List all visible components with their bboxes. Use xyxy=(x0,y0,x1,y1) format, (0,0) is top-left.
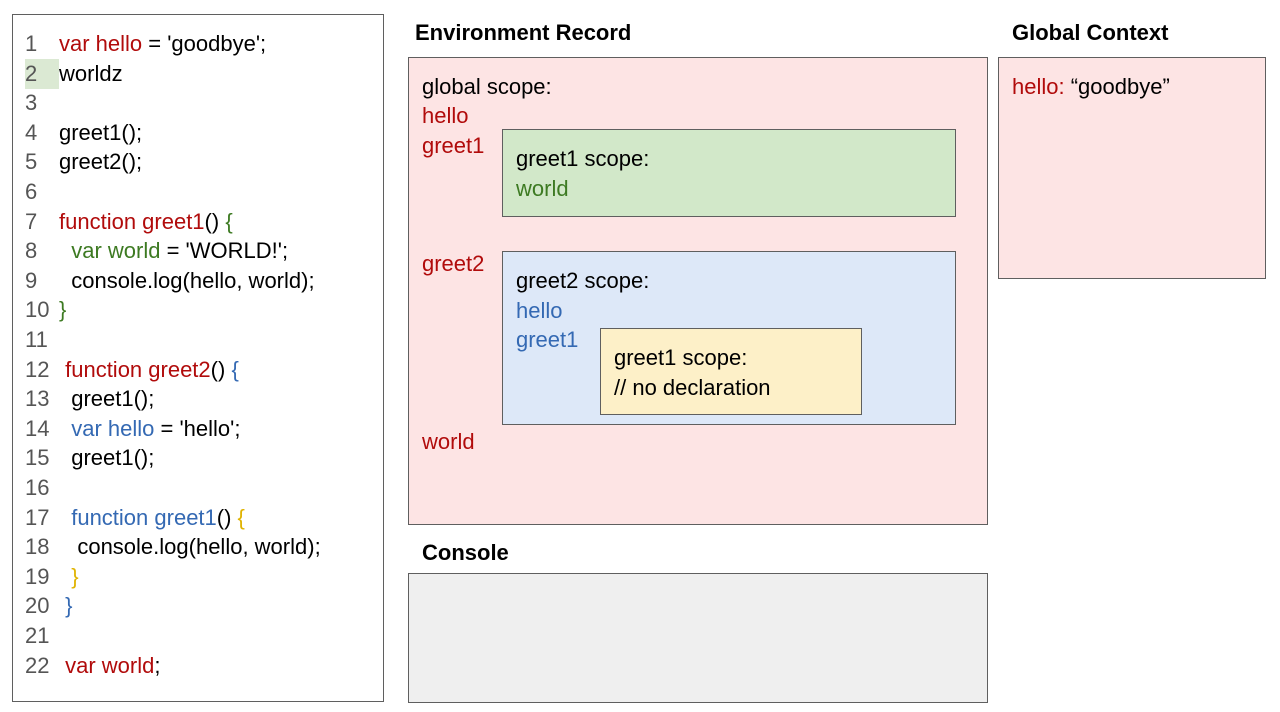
code-line: 7 function greet1() { xyxy=(25,207,233,237)
line-number: 1 xyxy=(25,31,38,56)
global-context-box xyxy=(998,57,1266,279)
code-line: 11 xyxy=(25,325,59,355)
code-line: 18 console.log(hello, world); xyxy=(25,532,321,562)
code-line: 15 greet1(); xyxy=(25,443,154,473)
code-line: 9 console.log(hello, world); xyxy=(25,266,315,296)
line-number: 10 xyxy=(25,297,50,323)
code-line: 12 function greet2() { xyxy=(25,355,239,385)
code-token: } xyxy=(59,593,73,619)
code-token: () xyxy=(216,504,238,530)
line-number: 16 xyxy=(25,475,50,500)
console-box xyxy=(408,573,988,703)
code-token: console.log(hello, world); xyxy=(59,534,321,560)
code-line: 21 xyxy=(25,621,59,651)
line-number: 21 xyxy=(25,623,50,648)
greet2-scope-label: greet2 scope: xyxy=(516,268,650,293)
code-token: console.log(hello, world); xyxy=(59,267,315,293)
environment-record-heading: Environment Record xyxy=(415,20,632,45)
line-number: 19 xyxy=(25,563,50,589)
code-token: = 'WORLD!'; xyxy=(160,238,289,264)
code-token: = 'goodbye'; xyxy=(142,31,267,56)
code-line: 13 greet1(); xyxy=(25,384,154,414)
global-var-world: world xyxy=(422,429,475,454)
line-number: 11 xyxy=(25,327,48,352)
code-line: 20 } xyxy=(25,591,72,621)
console-heading: Console xyxy=(422,540,509,565)
code-line: 5 greet2(); xyxy=(25,147,142,177)
global-var-greet1: greet1 xyxy=(422,133,485,158)
code-token: ; xyxy=(154,652,161,678)
code-token: { xyxy=(231,356,239,382)
line-number: 22 xyxy=(25,652,50,678)
code-token: = 'hello'; xyxy=(154,415,241,441)
global-scope-label: global scope: xyxy=(422,74,552,99)
code-line: 14 var hello = 'hello'; xyxy=(25,414,240,444)
global-context-key: hello: xyxy=(1012,74,1065,99)
line-number: 20 xyxy=(25,593,50,619)
greet1-scope-var-world: world xyxy=(516,176,569,201)
global-context-heading: Global Context xyxy=(1012,20,1169,45)
code-line: 3 xyxy=(25,88,59,118)
code-token: var world xyxy=(59,238,161,264)
code-line: 22 var world; xyxy=(25,651,160,681)
code-line: 16 xyxy=(25,473,59,503)
code-line: 10} xyxy=(25,295,66,325)
code-token: var world xyxy=(59,652,155,678)
inner-greet1-scope-label: greet1 scope: xyxy=(614,345,748,370)
code-token: greet2(); xyxy=(59,149,143,175)
greet2-scope-var-greet1: greet1 xyxy=(516,327,579,352)
global-var-greet2: greet2 xyxy=(422,251,485,276)
code-line: 4 greet1(); xyxy=(25,118,142,148)
code-line: 8 var world = 'WORLD!'; xyxy=(25,236,288,266)
line-number: 6 xyxy=(25,179,38,204)
line-number: 14 xyxy=(25,415,50,441)
line-number: 13 xyxy=(25,386,50,412)
code-token: { xyxy=(225,208,233,234)
code-line: 19 } xyxy=(25,562,79,592)
greet2-scope-var-hello: hello xyxy=(516,298,563,323)
line-number: 9 xyxy=(25,267,38,293)
line-number: 12 xyxy=(25,356,50,382)
line-number: 8 xyxy=(25,238,38,264)
inner-greet1-scope-box xyxy=(600,328,862,415)
code-token: function greet1 xyxy=(59,208,205,234)
inner-greet1-scope-note: // no declaration xyxy=(614,375,771,400)
code-token: var hello xyxy=(59,415,155,441)
line-number: 5 xyxy=(25,149,38,175)
code-token: () xyxy=(210,356,232,382)
code-token: function greet1 xyxy=(59,504,217,530)
code-token: function greet2 xyxy=(59,356,211,382)
code-line: 1 var hello = 'goodbye'; xyxy=(25,29,266,59)
code-token: greet1(); xyxy=(59,386,155,412)
greet1-scope-label: greet1 scope: xyxy=(516,146,650,171)
line-number: 3 xyxy=(25,90,38,116)
code-line: 6 xyxy=(25,177,59,207)
code-token: greet1(); xyxy=(59,445,155,471)
greet1-scope-box xyxy=(502,129,956,217)
line-number: 2 xyxy=(25,58,59,89)
code-token: () xyxy=(204,208,226,234)
line-number: 15 xyxy=(25,445,50,471)
line-number: 18 xyxy=(25,534,50,560)
global-context-value: “goodbye” xyxy=(1064,74,1170,99)
code-line: 17 function greet1() { xyxy=(25,503,245,533)
code-token: worldz xyxy=(59,60,123,86)
line-number: 7 xyxy=(25,208,38,234)
code-token: } xyxy=(59,563,79,589)
line-number: 17 xyxy=(25,504,50,530)
line-number: 4 xyxy=(25,119,38,145)
code-token: { xyxy=(237,504,245,530)
global-var-hello: hello xyxy=(422,103,469,128)
code-token: var hello xyxy=(59,31,143,56)
code-token: } xyxy=(59,297,67,323)
code-token: greet1(); xyxy=(59,119,143,145)
global-context-entry: hello: “goodbye” xyxy=(1012,73,1170,101)
